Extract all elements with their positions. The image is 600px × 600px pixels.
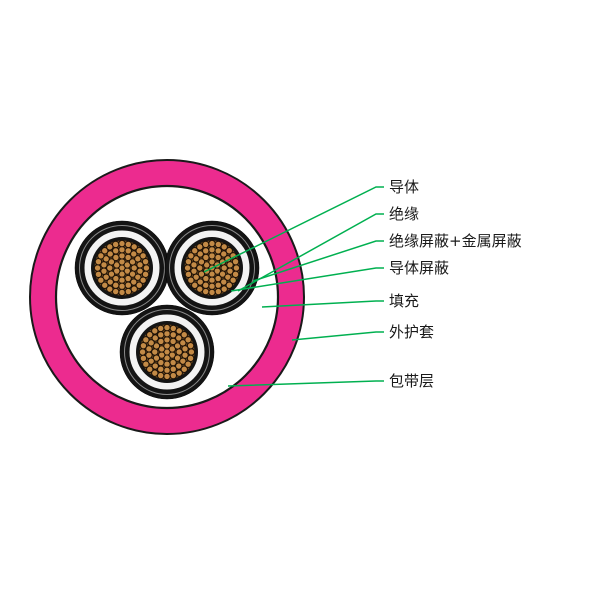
- label-insulation: 绝缘: [389, 205, 419, 223]
- leader-conductor: [203, 186, 384, 273]
- cable-core: [74, 220, 170, 316]
- leader-tape-layer: [227, 380, 384, 387]
- leader-filling: [261, 300, 384, 308]
- leader-conductor-shield: [230, 267, 384, 292]
- cable-core: [119, 304, 215, 400]
- metal-shield-line: [169, 225, 255, 311]
- label-tape-layer: 包带层: [389, 372, 434, 390]
- metal-shield-line: [124, 309, 210, 395]
- conductor-strands: [183, 239, 241, 297]
- label-insulation-metal-shield: 绝缘屏蔽+金属屏蔽: [389, 232, 522, 250]
- metal-shield-line: [79, 225, 165, 311]
- conductor-strands: [93, 239, 151, 297]
- cable-body: [29, 159, 305, 435]
- leader-insulation-metal-shield: [252, 240, 384, 282]
- leader-lines: [203, 186, 384, 387]
- label-outer-sheath: 外护套: [389, 323, 434, 341]
- label-conductor-shield: 导体屏蔽: [389, 259, 449, 277]
- leader-outer-sheath: [291, 331, 384, 341]
- label-filling: 填充: [389, 292, 419, 310]
- conductor-strands: [138, 323, 196, 381]
- label-conductor: 导体: [389, 178, 419, 196]
- leader-insulation: [237, 213, 384, 292]
- labels: 导体 绝缘 绝缘屏蔽+金属屏蔽 导体屏蔽 填充 外护套 包带层: [389, 178, 522, 390]
